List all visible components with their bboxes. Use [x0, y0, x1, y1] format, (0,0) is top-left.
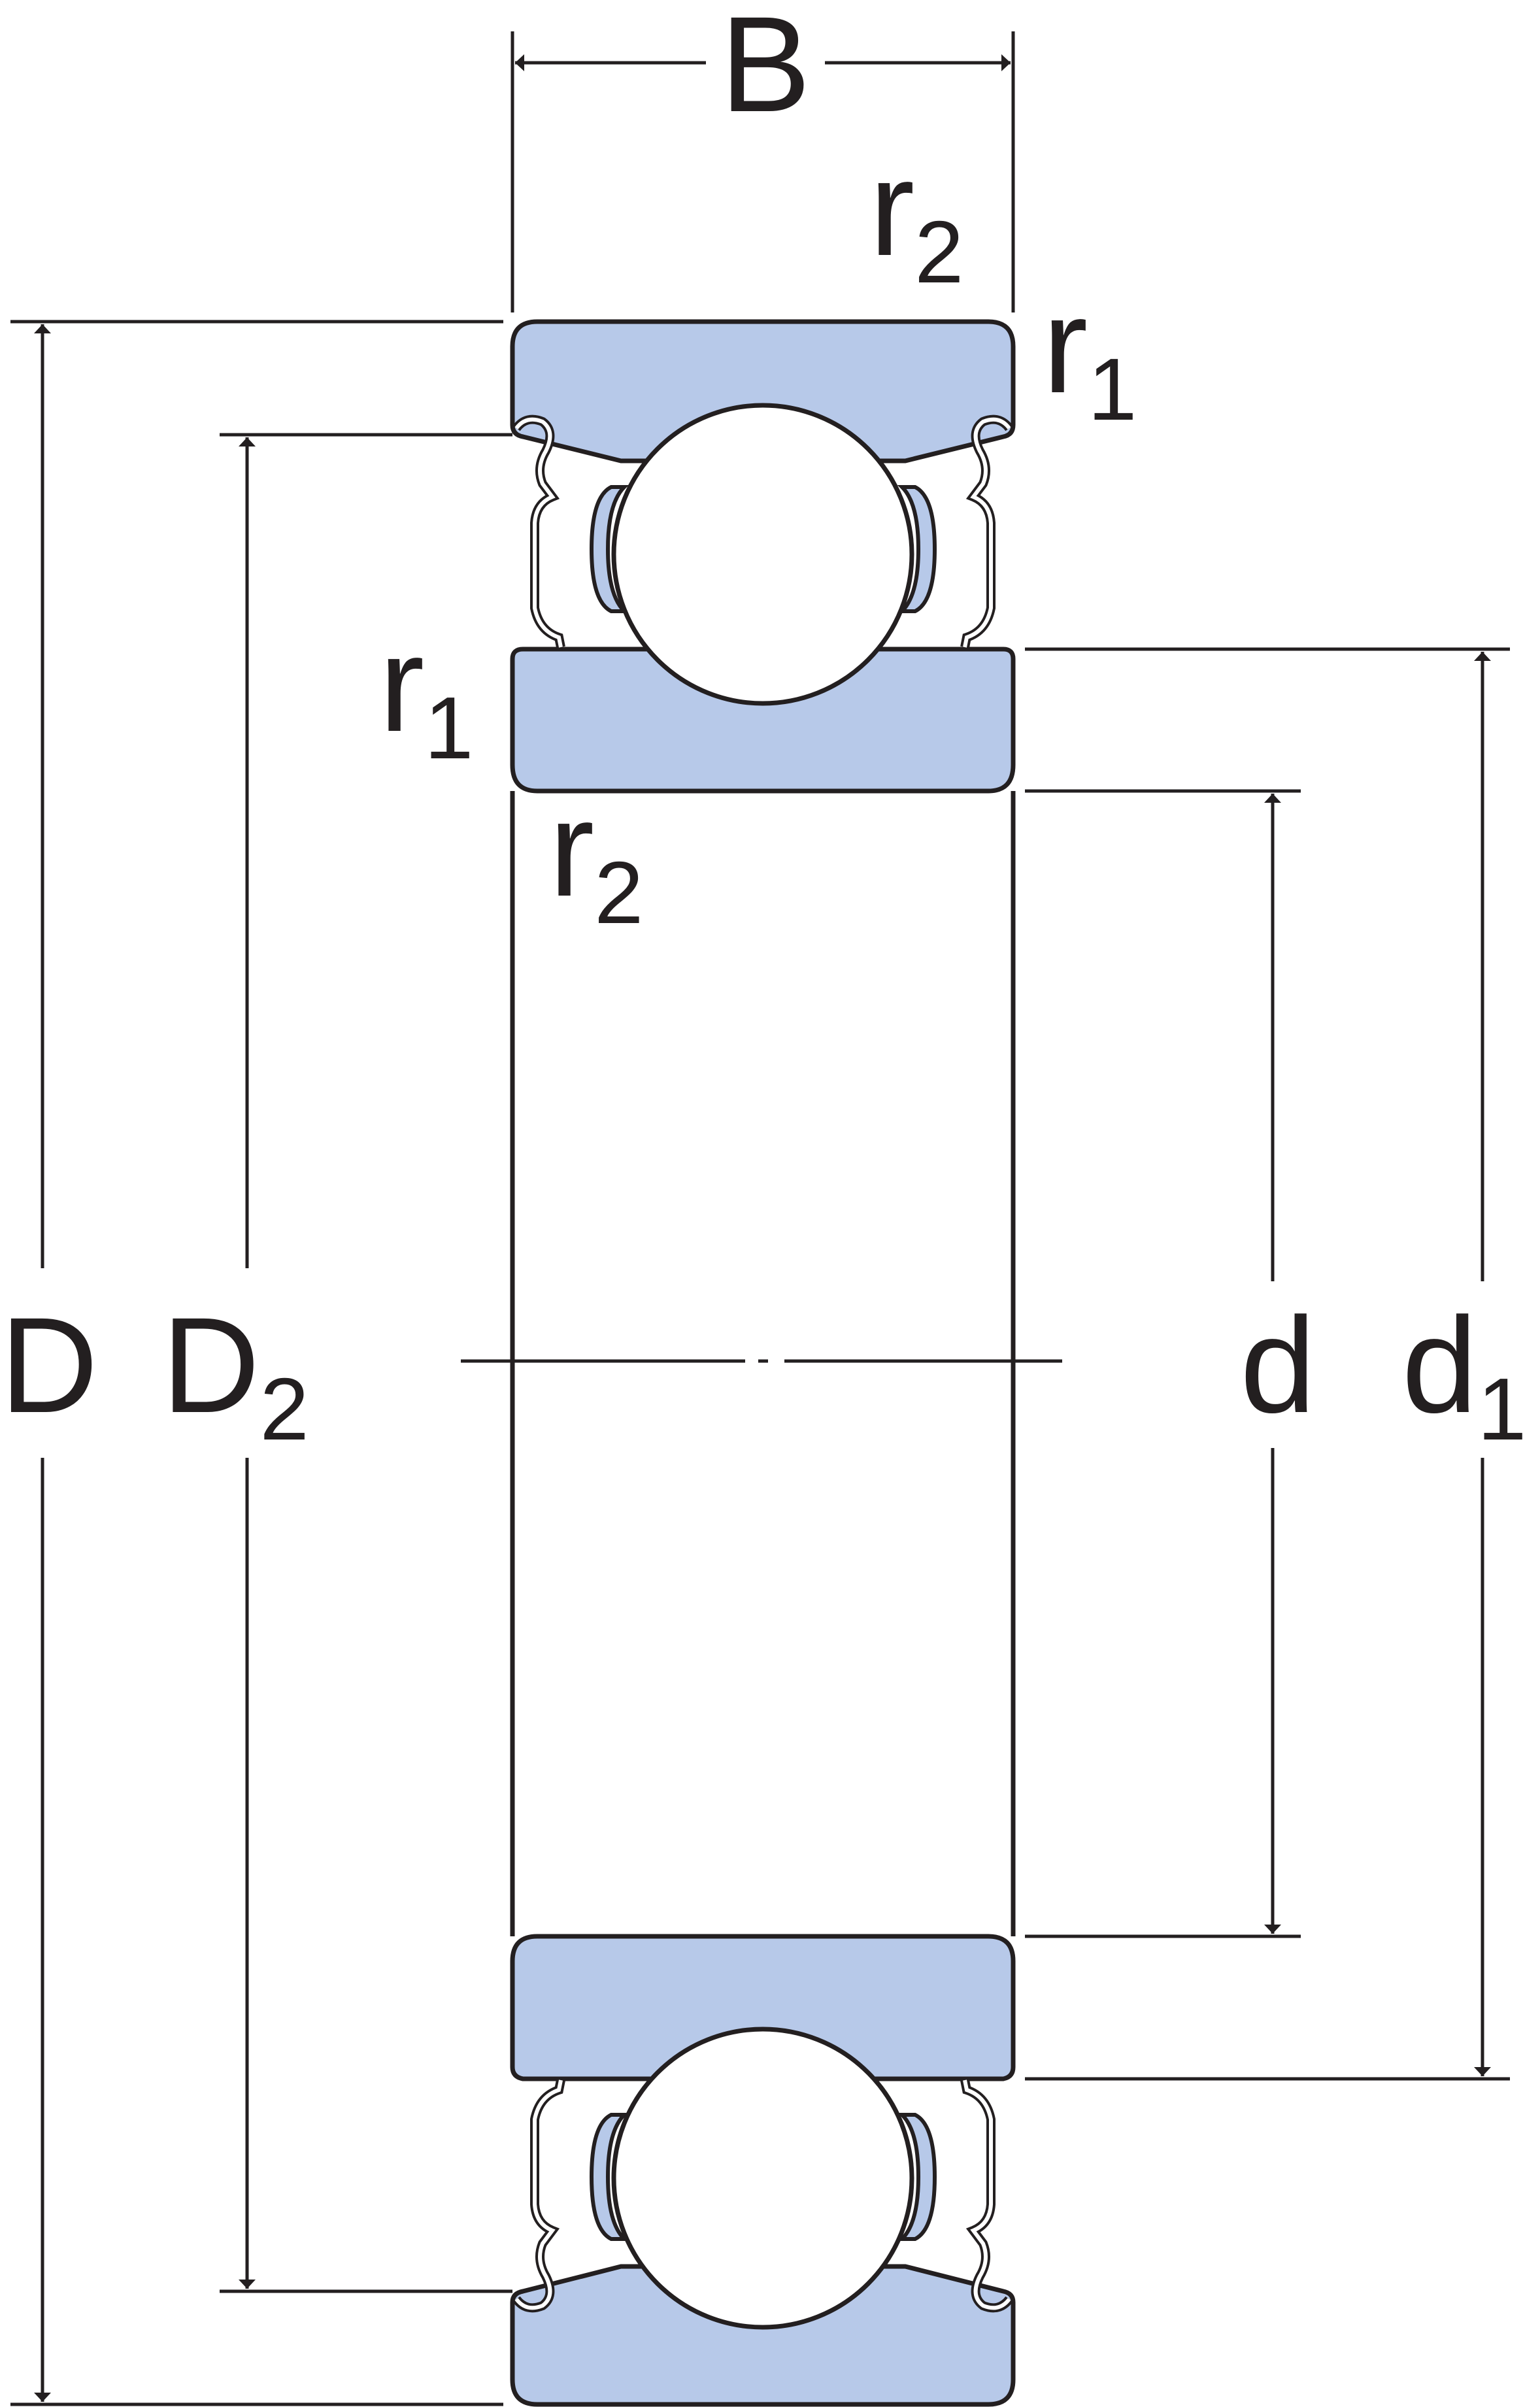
bottom-section: [510, 1934, 1016, 2407]
outer-ring-bottom: [510, 2264, 1016, 2407]
label-r2-top: r2: [869, 133, 963, 301]
ball-bottom: [611, 2027, 914, 2330]
dimension-B: B: [511, 0, 1015, 312]
label-B: B: [720, 0, 811, 141]
label-r1-top-right: r1: [1043, 270, 1137, 439]
shield-right-top-inner: [963, 417, 1011, 648]
shield-right-bottom-inner: [963, 2079, 1011, 2310]
label-D2: D2: [161, 1290, 309, 1458]
cage-left-bottom: [589, 2113, 629, 2241]
dimension-d: d: [1025, 789, 1316, 1938]
shield-right-top: [960, 414, 1013, 648]
bearing-cross-section: [461, 319, 1062, 2407]
cage-right-bottom: [897, 2113, 937, 2241]
shield-left-bottom: [512, 2079, 565, 2313]
shield-right-bottom: [960, 2079, 1013, 2313]
label-d: d: [1240, 1290, 1316, 1441]
shield-left-top: [512, 414, 565, 648]
label-r2-left: r2: [549, 773, 643, 942]
inner-ring-bottom: [510, 1934, 1016, 2081]
label-d1: d1: [1402, 1290, 1527, 1458]
inner-ring-top: [510, 647, 1016, 794]
outer-ring-top: [510, 319, 1016, 463]
shield-left-bottom-inner: [514, 2079, 563, 2310]
top-section: [510, 319, 1016, 794]
shield-left-top-inner: [514, 417, 563, 648]
ball-top: [611, 403, 914, 706]
dimension-d1: d1: [1025, 647, 1527, 2081]
label-r1-left: r1: [379, 609, 473, 777]
dimension-D: D: [0, 320, 503, 2406]
label-D: D: [0, 1290, 98, 1441]
dimension-D2: D2: [161, 433, 512, 2293]
